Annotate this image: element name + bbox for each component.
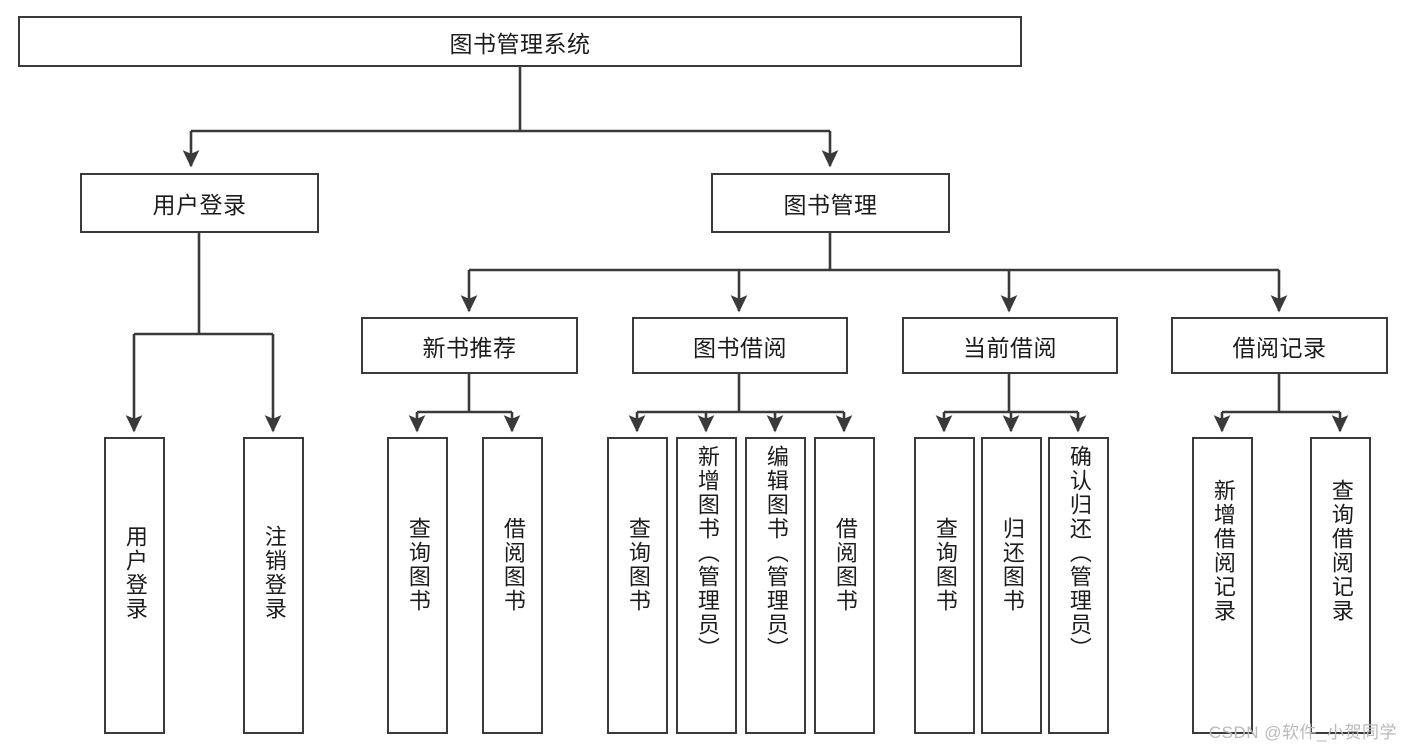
leaf-label: 新增借阅记录: [1210, 479, 1236, 623]
leaf-user-login-logout[interactable]: 注销登录: [243, 437, 304, 734]
node-new-book-recommend[interactable]: 新书推荐: [361, 317, 578, 374]
node-current-borrow[interactable]: 当前借阅: [902, 317, 1118, 374]
leaf-label: 新增图书（管理员）: [694, 445, 720, 661]
leaf-book-borrow-query-book[interactable]: 查询图书: [607, 437, 668, 734]
watermark: CSDN @软件_小贺同学: [1208, 723, 1397, 742]
leaf-borrow-record-add-record[interactable]: 新增借阅记录: [1192, 437, 1253, 734]
node-borrow-record[interactable]: 借阅记录: [1171, 317, 1388, 374]
leaf-label: 查询借阅记录: [1328, 479, 1354, 623]
leaf-label: 借阅图书: [500, 517, 526, 613]
node-root-book-management-system[interactable]: 图书管理系统: [18, 16, 1022, 67]
leaf-new-book-borrow-book[interactable]: 借阅图书: [482, 437, 543, 734]
node-user-login[interactable]: 用户登录: [80, 173, 319, 233]
leaf-book-borrow-edit-book-admin[interactable]: 编辑图书（管理员）: [745, 437, 806, 734]
node-label: 图书借阅: [693, 334, 787, 361]
leaf-current-borrow-return-book[interactable]: 归还图书: [981, 437, 1042, 734]
leaf-book-borrow-add-book-admin[interactable]: 新增图书（管理员）: [676, 437, 737, 734]
node-label: 图书管理: [783, 192, 878, 218]
leaf-user-login-login[interactable]: 用户登录: [104, 437, 165, 734]
leaf-current-borrow-confirm-return-admin[interactable]: 确认归还（管理员）: [1048, 437, 1109, 734]
node-book-management[interactable]: 图书管理: [711, 173, 950, 233]
node-label: 当前借阅: [963, 334, 1057, 361]
leaf-label: 编辑图书（管理员）: [763, 445, 789, 661]
node-label: 图书管理系统: [449, 30, 591, 57]
leaf-label: 查询图书: [932, 517, 958, 613]
node-label: 用户登录: [152, 192, 247, 218]
leaf-current-borrow-query-book[interactable]: 查询图书: [914, 437, 975, 734]
leaf-label: 注销登录: [261, 525, 287, 621]
leaf-label: 借阅图书: [832, 517, 858, 613]
leaf-label: 查询图书: [405, 517, 431, 613]
node-label: 新书推荐: [422, 334, 517, 361]
node-label: 借阅记录: [1232, 334, 1327, 361]
leaf-borrow-record-query-record[interactable]: 查询借阅记录: [1310, 437, 1371, 734]
leaf-book-borrow-borrow-book[interactable]: 借阅图书: [814, 437, 875, 734]
leaf-label: 确认归还（管理员）: [1066, 445, 1092, 661]
leaf-label: 查询图书: [625, 517, 651, 613]
leaf-new-book-query-book[interactable]: 查询图书: [387, 437, 448, 734]
leaf-label: 归还图书: [999, 517, 1025, 613]
leaf-label: 用户登录: [122, 525, 148, 621]
node-book-borrow[interactable]: 图书借阅: [632, 317, 848, 374]
